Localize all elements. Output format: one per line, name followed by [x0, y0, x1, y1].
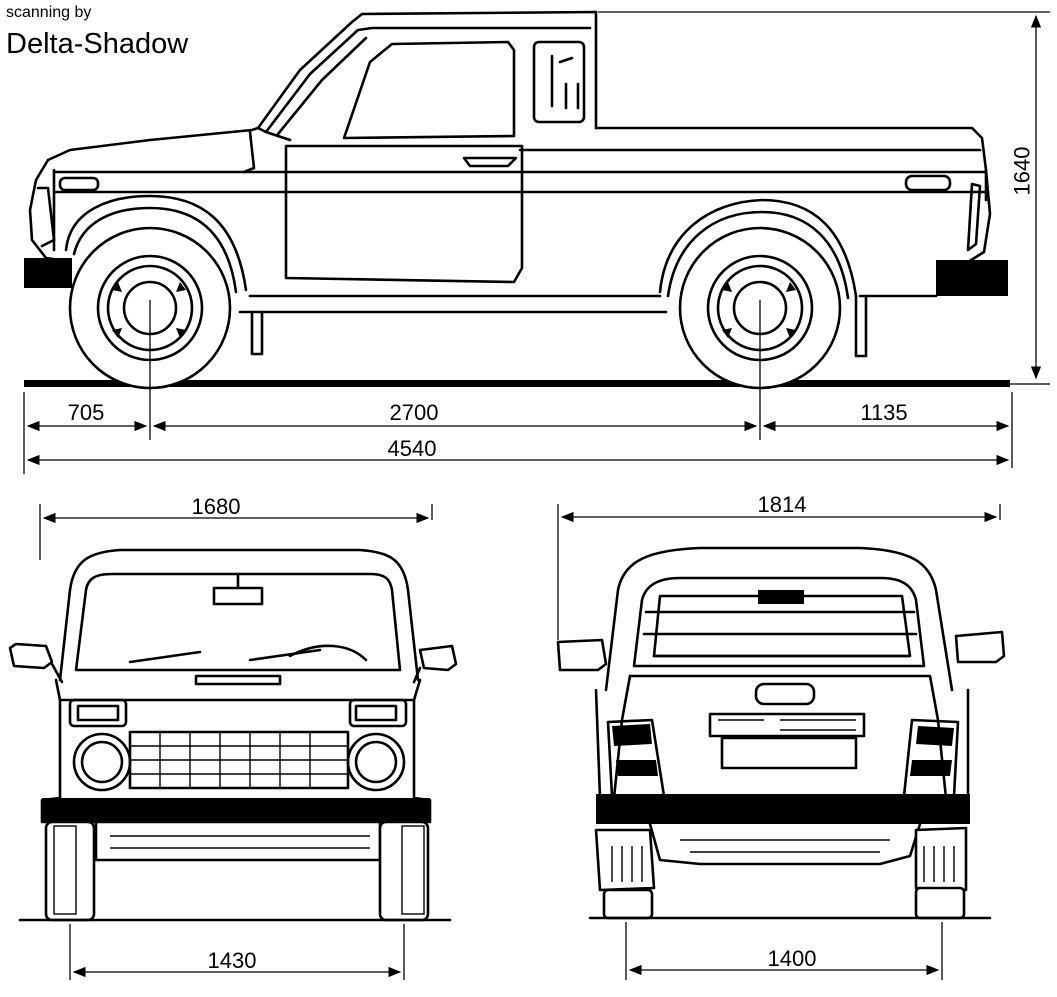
- dim-front-track: 1430: [207, 948, 257, 973]
- dim-front-width: 1680: [191, 494, 241, 519]
- front-view: [8, 504, 458, 980]
- dim-rear-track: 1400: [767, 946, 817, 971]
- dim-height: 1640: [1009, 146, 1035, 196]
- side-ground-line: [24, 380, 1010, 387]
- side-view: [23, 10, 1050, 474]
- dim-front-overhang: 705: [67, 400, 105, 425]
- front-view-bumper: [42, 798, 430, 822]
- front-bumper: [24, 258, 72, 288]
- rear-bumper: [936, 260, 1008, 296]
- dim-rear-overhang: 1135: [860, 400, 908, 425]
- dim-overall-length: 4540: [387, 436, 437, 461]
- rear-view-bumper: [596, 794, 970, 824]
- credit-line-2: Delta-Shadow: [6, 28, 189, 60]
- side-dimension-lines: [23, 11, 1050, 474]
- dim-wheelbase: 2700: [389, 400, 439, 425]
- dim-rear-width: 1814: [757, 492, 807, 517]
- credit-line-1: scanning by: [6, 4, 92, 21]
- rear-view: [556, 504, 1006, 980]
